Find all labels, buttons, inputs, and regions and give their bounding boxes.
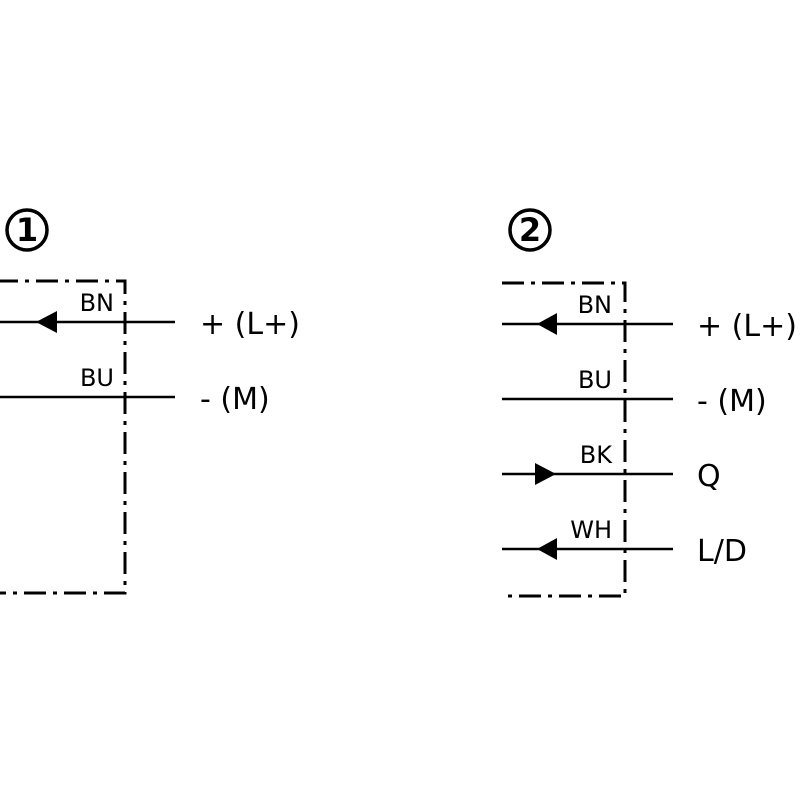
terminal-label: - (M) bbox=[697, 384, 767, 419]
marker-number: 1 bbox=[16, 211, 38, 249]
marker-circle bbox=[5, 208, 49, 252]
arrow-out-icon bbox=[535, 463, 556, 485]
wire-color-code: BU bbox=[80, 364, 114, 392]
diagram-2-marker: 2 bbox=[508, 208, 552, 252]
diagram-1-marker: 1 bbox=[5, 208, 49, 252]
wire-row: BN + (L+) bbox=[502, 291, 797, 344]
marker-number: 2 bbox=[519, 211, 541, 249]
wire-row: BK Q bbox=[502, 441, 721, 494]
wire-row: BU - (M) bbox=[0, 364, 270, 417]
wire-color-code: BN bbox=[80, 289, 114, 317]
wire-color-code: BU bbox=[578, 366, 612, 394]
wire-color-code: WH bbox=[570, 516, 612, 544]
terminal-label: + (L+) bbox=[200, 307, 300, 342]
arrow-in-icon bbox=[36, 311, 57, 333]
wire-row: BU - (M) bbox=[502, 366, 767, 419]
terminal-label: + (L+) bbox=[697, 309, 797, 344]
arrow-in-icon bbox=[537, 313, 557, 335]
arrow-in-icon bbox=[537, 538, 557, 560]
wire-color-code: BN bbox=[578, 291, 612, 319]
wire-row: WH L/D bbox=[502, 516, 747, 569]
wire-color-code: BK bbox=[580, 441, 613, 469]
wire-row: BN + (L+) bbox=[0, 289, 300, 342]
marker-circle bbox=[508, 208, 552, 252]
terminal-label: Q bbox=[697, 459, 721, 494]
diagram-2: 2 BN + (L+) BU - (M) BK Q WH L/D bbox=[502, 208, 797, 598]
terminal-label: - (M) bbox=[200, 382, 270, 417]
terminal-label: L/D bbox=[697, 534, 747, 569]
sensor-housing-outline bbox=[502, 281, 627, 598]
diagram-1: 1 BN + (L+) BU - (M) bbox=[0, 208, 300, 595]
sensor-housing-outline bbox=[0, 279, 127, 595]
